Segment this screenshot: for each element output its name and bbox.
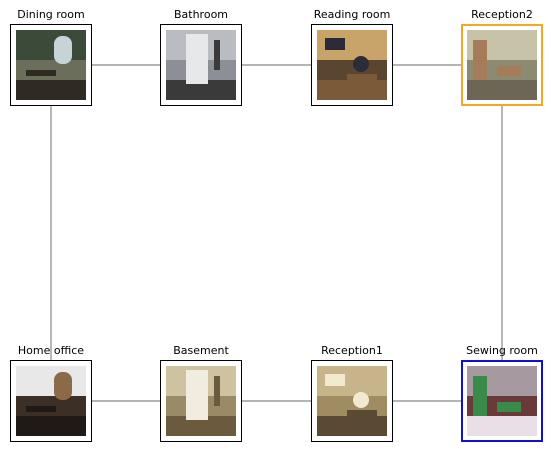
room-node-home_office[interactable]: [10, 360, 92, 442]
room-label-sewing: Sewing room: [466, 344, 538, 357]
room-photo-reception1: [317, 366, 387, 436]
room-photo-home_office: [16, 366, 86, 436]
room-node-reading[interactable]: [311, 24, 393, 106]
room-photo-reading: [317, 30, 387, 100]
room-photo-sewing: [467, 366, 537, 436]
room-node-bathroom[interactable]: [160, 24, 242, 106]
room-label-reception2: Reception2: [471, 8, 533, 21]
room-label-reading: Reading room: [313, 8, 391, 21]
room-photo-bathroom: [166, 30, 236, 100]
room-label-home_office: Home office: [17, 344, 85, 357]
room-photo-basement: [166, 366, 236, 436]
room-node-reception1[interactable]: [311, 360, 393, 442]
room-node-sewing[interactable]: [461, 360, 543, 442]
room-photo-dining: [16, 30, 86, 100]
room-node-dining[interactable]: [10, 24, 92, 106]
room-label-dining: Dining room: [17, 8, 85, 21]
room-photo-reception2: [467, 30, 537, 100]
room-label-basement: Basement: [173, 344, 229, 357]
room-label-reception1: Reception1: [321, 344, 383, 357]
room-node-basement[interactable]: [160, 360, 242, 442]
room-label-bathroom: Bathroom: [173, 8, 229, 21]
room-node-reception2[interactable]: [461, 24, 543, 106]
